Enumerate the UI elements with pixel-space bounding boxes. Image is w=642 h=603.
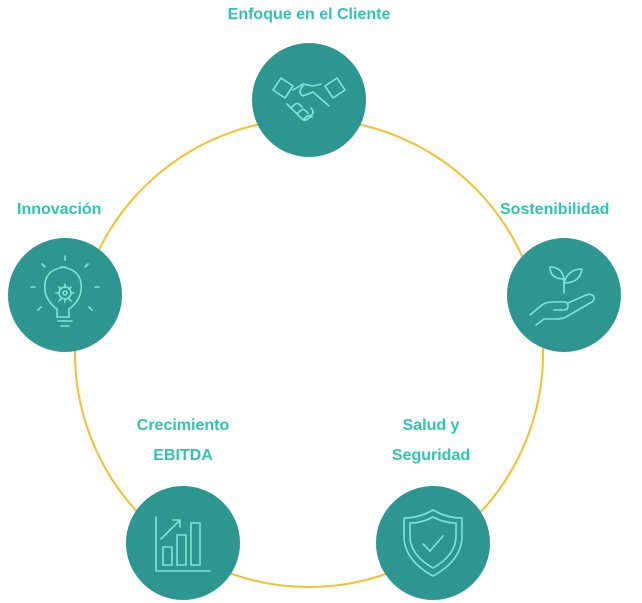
node-customer-focus-circle: [252, 43, 366, 157]
lightbulb-gear-icon: [30, 255, 100, 327]
label-innovation: Innovación: [17, 201, 102, 218]
node-customer-focus: [252, 43, 366, 157]
label-ebitda-growth-line2: EBITDA: [153, 447, 213, 464]
label-health-safety-line1: Salud y: [402, 417, 460, 434]
node-innovation: [8, 238, 122, 352]
node-ebitda-growth-circle: [126, 486, 240, 600]
label-ebitda-growth-line1: Crecimiento: [136, 417, 230, 434]
label-customer-focus: Enfoque en el Cliente: [227, 6, 391, 23]
label-sustainability: Sostenibilidad: [500, 201, 610, 218]
node-health-safety: [376, 486, 490, 600]
node-ebitda-growth: [126, 486, 240, 600]
node-sustainability: [507, 238, 621, 352]
node-sustainability-circle: [507, 238, 621, 352]
bar-chart-growth-icon: [155, 516, 211, 572]
shield-check-icon: [403, 509, 463, 577]
node-health-safety-circle: [376, 486, 490, 600]
handshake-icon: [272, 77, 346, 121]
label-health-safety-line2: Seguridad: [391, 447, 471, 464]
plant-in-hand-icon: [529, 266, 595, 326]
